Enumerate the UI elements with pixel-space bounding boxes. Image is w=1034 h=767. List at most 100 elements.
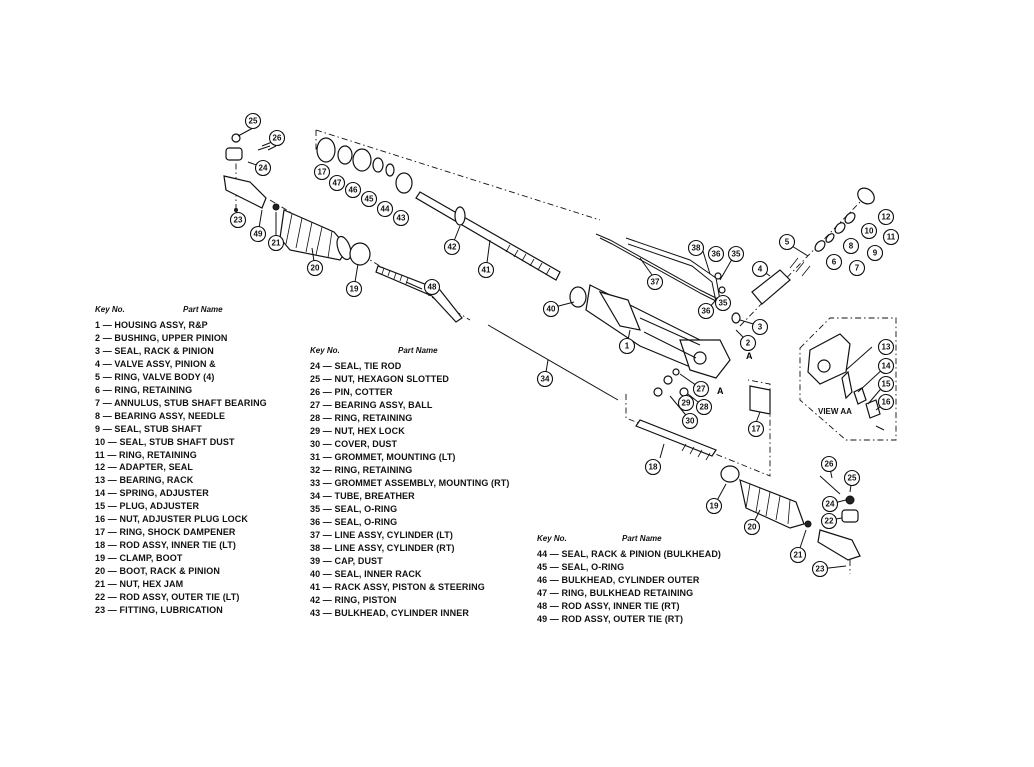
key-row: 28 — RING, RETAINING: [310, 413, 413, 423]
key-row: 3 — SEAL, RACK & PINION: [95, 345, 214, 356]
callout-14: 14: [877, 357, 895, 375]
lower-tie-rod-group: [625, 368, 861, 574]
svg-text:4: 4: [758, 265, 763, 274]
svg-text:30: 30: [686, 417, 695, 426]
key-row: 9 — SEAL, STUB SHAFT: [95, 423, 203, 434]
key-row: 25 — NUT, HEXAGON SLOTTED: [310, 374, 450, 384]
key-row: 7 — ANNULUS, STUB SHAFT BEARING: [95, 397, 267, 408]
callout-29: 29: [677, 394, 695, 412]
svg-text:11: 11: [887, 233, 896, 242]
callout-17-top: 17: [313, 163, 331, 181]
key-row: 6 — RING, RETAINING: [95, 384, 193, 395]
svg-text:49: 49: [254, 230, 263, 239]
svg-text:17: 17: [318, 168, 327, 177]
key-row: 47 — RING, BULKHEAD RETAINING: [537, 588, 694, 598]
rack-assembly: [415, 191, 561, 281]
callout-24-lower: 24: [821, 495, 839, 513]
callout-41: 41: [477, 261, 495, 279]
svg-text:10: 10: [865, 227, 874, 236]
callout-7: 7: [848, 259, 866, 277]
key-row: 5 — RING, VALVE BODY (4): [95, 371, 215, 382]
callout-36-upper: 36: [707, 245, 725, 263]
key-row: 32 — RING, RETAINING: [310, 465, 413, 475]
breather-tube: [487, 324, 619, 401]
key-row: 20 — BOOT, RACK & PINION: [95, 566, 220, 577]
callout-26-lower: 26: [820, 455, 838, 473]
callout-44: 44: [376, 200, 394, 218]
key-row: 48 — ROD ASSY, INNER TIE (RT): [537, 601, 680, 611]
svg-text:44: 44: [381, 205, 390, 214]
callout-4: 4: [751, 260, 769, 278]
key-row: 44 — SEAL, RACK & PINION (BULKHEAD): [537, 549, 722, 559]
key-row: 34 — TUBE, BREATHER: [310, 491, 415, 501]
upper-left-tie-rod-group: [223, 133, 471, 323]
svg-text:38: 38: [692, 244, 701, 253]
svg-text:14: 14: [882, 362, 891, 371]
svg-text:19: 19: [350, 285, 359, 294]
key-rows: 24 — SEAL, TIE ROD 25 — NUT, HEXAGON SLOT…: [310, 360, 540, 620]
key-row: 41 — RACK ASSY, PISTON & STEERING: [310, 582, 485, 592]
key-row: 22 — ROD ASSY, OUTER TIE (LT): [95, 592, 240, 603]
svg-text:45: 45: [365, 195, 374, 204]
svg-text:1: 1: [625, 342, 630, 351]
key-row: 15 — PLUG, ADJUSTER: [95, 501, 200, 512]
callout-19-lower: 19: [705, 497, 723, 515]
svg-text:41: 41: [482, 266, 491, 275]
svg-text:21: 21: [794, 551, 803, 560]
svg-text:25: 25: [848, 474, 857, 483]
svg-text:13: 13: [882, 343, 891, 352]
callout-labels: 25 26 24 23 49 21 20 19 48 17 47 46 45 4…: [229, 112, 900, 578]
view-aa-detail: VIEW AA: [799, 317, 897, 441]
svg-text:2: 2: [746, 339, 751, 348]
svg-text:46: 46: [349, 186, 358, 195]
key-row: 45 — SEAL, O-RING: [537, 562, 625, 572]
svg-text:23: 23: [234, 216, 243, 225]
svg-text:7: 7: [855, 264, 860, 273]
callout-30: 30: [681, 412, 699, 430]
section-mark-a-lower: A: [717, 386, 724, 396]
svg-text:35: 35: [719, 299, 728, 308]
callout-5: 5: [778, 233, 796, 251]
part-name-heading: Part Name: [183, 305, 223, 314]
svg-text:5: 5: [785, 238, 790, 247]
svg-text:35: 35: [732, 250, 741, 259]
callout-1: 1: [618, 337, 636, 355]
callout-49: 49: [249, 225, 267, 243]
svg-text:22: 22: [825, 517, 834, 526]
key-row: 17 — RING, SHOCK DAMPENER: [95, 527, 236, 538]
view-aa-label: VIEW AA: [818, 407, 852, 416]
key-row: 38 — LINE ASSY, CYLINDER (RT): [310, 543, 455, 553]
key-row: 16 — NUT, ADJUSTER PLUG LOCK: [95, 514, 248, 525]
key-row: 13 — BEARING, RACK: [95, 475, 194, 486]
svg-text:18: 18: [649, 463, 658, 472]
part-name-heading: Part Name: [398, 346, 438, 355]
callout-6: 6: [825, 253, 843, 271]
callout-15: 15: [877, 375, 895, 393]
callout-27: 27: [692, 380, 710, 398]
svg-text:16: 16: [882, 398, 891, 407]
callout-25-lower: 25: [843, 469, 861, 487]
callout-3: 3: [751, 318, 769, 336]
callout-11: 11: [882, 228, 900, 246]
callout-43: 43: [392, 209, 410, 227]
key-header: Key No. Part Name: [95, 305, 295, 319]
key-row: 46 — BULKHEAD, CYLINDER OUTER: [537, 575, 700, 585]
key-row: 39 — CAP, DUST: [310, 556, 383, 566]
svg-text:17: 17: [752, 425, 761, 434]
key-row: 23 — FITTING, LUBRICATION: [95, 604, 223, 615]
svg-text:36: 36: [702, 307, 711, 316]
svg-text:8: 8: [849, 242, 854, 251]
callout-26-top: 26: [268, 129, 286, 147]
callout-25-top: 25: [244, 112, 262, 130]
callout-10: 10: [860, 222, 878, 240]
callout-9: 9: [866, 244, 884, 262]
key-row: 24 — SEAL, TIE ROD: [310, 361, 402, 371]
callout-38-upper: 38: [687, 239, 705, 257]
svg-text:3: 3: [758, 323, 763, 332]
key-row: 26 — PIN, COTTER: [310, 387, 393, 397]
svg-text:12: 12: [882, 213, 891, 222]
key-row: 18 — ROD ASSY, INNER TIE (LT): [95, 540, 236, 551]
callout-20-lower: 20: [743, 518, 761, 536]
callout-28: 28: [695, 398, 713, 416]
callout-23-lower: 23: [811, 560, 829, 578]
